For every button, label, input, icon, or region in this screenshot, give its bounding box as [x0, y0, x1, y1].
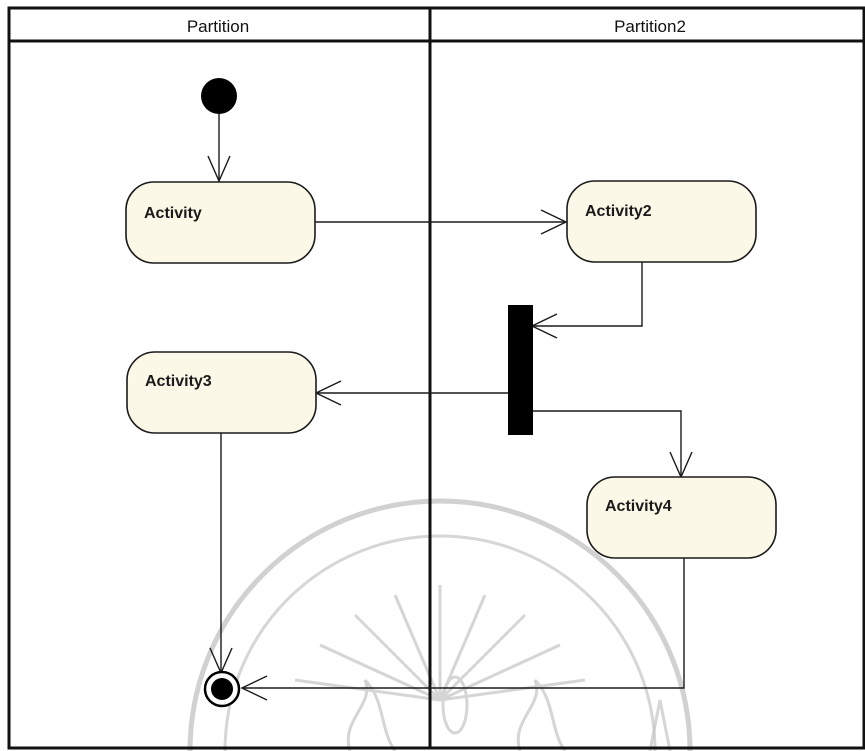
fork-bar[interactable] [508, 305, 533, 435]
activity-node[interactable]: Activity [125, 181, 316, 264]
partition-title-1: Partition [187, 17, 249, 36]
activity3-node[interactable]: Activity3 [126, 351, 317, 434]
arrowhead [207, 155, 231, 183]
partition-title-2: Partition2 [614, 17, 686, 36]
activity-label: Activity [144, 205, 202, 222]
activity2-label: Activity2 [585, 203, 652, 220]
arrowhead [240, 675, 268, 701]
swimlane-frame [7, 6, 865, 750]
watermark-seal [187, 498, 693, 751]
flow-activity4-to-final [242, 558, 685, 689]
activity2-node[interactable]: Activity2 [566, 180, 757, 263]
flow-activity2-to-fork [533, 262, 643, 327]
arrowhead [540, 209, 568, 235]
activity3-label: Activity3 [145, 373, 212, 390]
activity4-label: Activity4 [605, 498, 672, 515]
flow-fork-to-activity4 [533, 410, 682, 476]
final-node[interactable] [203, 670, 241, 708]
initial-node[interactable] [201, 78, 237, 114]
activity4-node[interactable]: Activity4 [586, 476, 777, 559]
control-flows [207, 114, 693, 701]
